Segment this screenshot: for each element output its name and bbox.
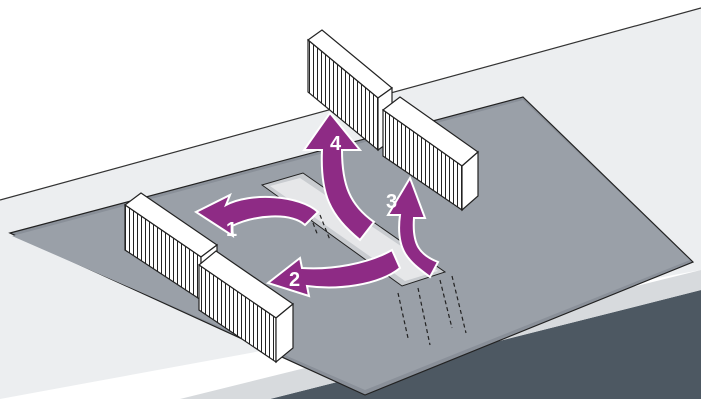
step-label-3: 3 — [386, 191, 397, 213]
step-label-1: 1 — [226, 219, 237, 241]
dashed-duct — [307, 209, 467, 346]
curved-arrow-4 — [302, 111, 376, 242]
curved-arrow-1 — [193, 192, 320, 238]
filter-block-1 — [123, 192, 219, 302]
filter-block-3 — [381, 96, 479, 212]
curved-arrow-3 — [386, 175, 440, 279]
step-label-2: 2 — [289, 269, 300, 291]
curved-arrow-2 — [265, 248, 402, 298]
step-label-4: 4 — [330, 133, 342, 155]
filter-block-2 — [198, 250, 294, 364]
